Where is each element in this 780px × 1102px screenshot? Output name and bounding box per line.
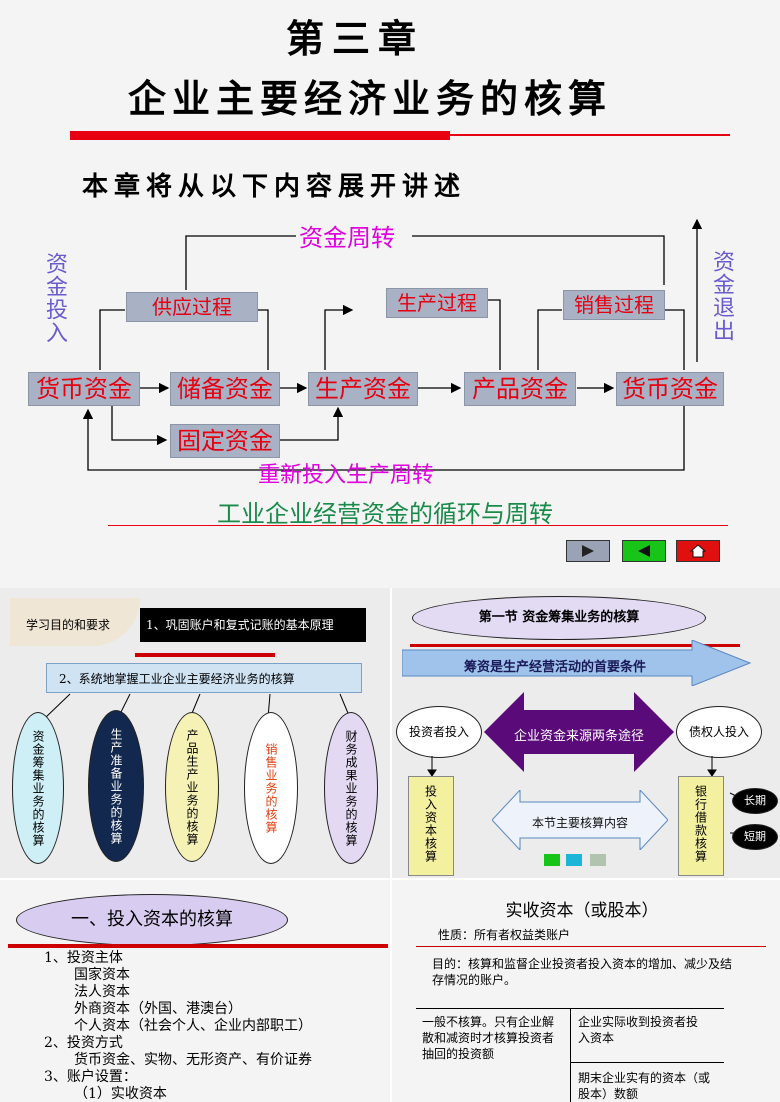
box-fixed-funds: 固定资金 — [170, 424, 280, 458]
slide-chapter-overview: 第三章 企业主要经济业务的核算 本章将从以下内容展开讲述 — [0, 0, 780, 588]
item-financial-results: 财务成果业务的核算 — [324, 712, 378, 864]
t-account-balance-rule — [570, 1062, 724, 1063]
mini-nav-home[interactable] — [590, 854, 606, 866]
capital-column: 投入资本核算 — [408, 776, 454, 876]
title-underline-thin — [450, 134, 730, 136]
box-reserve-funds: 储备资金 — [170, 372, 280, 406]
credit-side-text: 企业实际收到投资者投入资本 — [578, 1015, 699, 1045]
account-nature: 性质：所有者权益类账户 — [438, 928, 571, 942]
mini-nav-back[interactable] — [544, 854, 560, 866]
play-icon[interactable] — [566, 540, 610, 562]
list-line: 外商资本（外国、港澳台） — [74, 1001, 242, 1017]
capital-list: 1、投资主体 国家资本 法人资本 外商资本（外国、港澳台） 个人资本（社会个人、… — [44, 950, 312, 1102]
account-purpose: 目的：核算和监督企业投资者投入资本的增加、减少及结存情况的账户。 — [432, 957, 733, 987]
big-arrow — [402, 640, 752, 686]
short-term-badge: 短期 — [732, 824, 778, 850]
label-fund-out: 资金退出 — [709, 250, 734, 342]
item-product-production: 产品生产业务的核算 — [165, 712, 219, 862]
chapter-title: 企业主要经济业务的核算 — [127, 76, 612, 121]
chapter-number: 第三章 — [285, 16, 424, 61]
paid-capital-heading: 实收资本（或股本） — [505, 901, 659, 921]
nature-red-rule — [416, 946, 766, 947]
section-title: 第一节 资金筹集业务的核算 — [412, 596, 706, 640]
caption-rule — [108, 525, 728, 526]
item-production-prep: 生产准备业务的核算 — [88, 710, 144, 862]
mini-nav-play[interactable] — [566, 854, 582, 866]
capital-red-rule — [8, 944, 388, 948]
debit-side-text: 一般不核算。只有企业解散和减资时才核算投资者抽回的投资额 — [422, 1015, 555, 1061]
item-sales: 销售业务的核算 — [244, 712, 298, 864]
list-line: 3、账户设置： — [44, 1069, 137, 1085]
point2-box: 2、系统地掌握工业企业主要经济业务的核算 — [46, 663, 362, 693]
capital-heading-oval: 一、投入资本的核算 — [16, 894, 288, 946]
back-icon[interactable] — [622, 540, 666, 562]
label-reinvest: 重新投入生产周转 — [258, 463, 435, 488]
slide-learning-goals: 学习目的和要求 1、巩固账户和复式记账的基本原理 2、系统地掌握工业企业主要经济… — [0, 588, 390, 878]
content-arrow — [492, 790, 668, 850]
slide-invested-capital: 一、投入资本的核算 1、投资主体 国家资本 法人资本 外商资本（外国、港澳台） … — [0, 880, 390, 1102]
home-icon[interactable] — [676, 540, 720, 562]
box-product-funds: 产品资金 — [464, 372, 576, 406]
two-sources-text: 企业资金来源两条途径 — [513, 729, 644, 744]
list-line: 个人资本（社会个人、企业内部职工） — [74, 1018, 312, 1034]
investor-oval: 投资者投入 — [396, 706, 482, 758]
section-red-rule — [410, 644, 740, 647]
box-production-funds: 生产资金 — [308, 372, 418, 406]
slide-paid-in-capital: 实收资本（或股本） 性质：所有者权益类账户 目的：核算和监督企业投资者投入资本的… — [392, 880, 780, 1102]
arrow-text: 筹资是生产经营活动的首要条件 — [464, 660, 647, 675]
list-line: 货币资金、实物、无形资产、有价证券 — [74, 1052, 312, 1068]
box-supply-process: 供应过程 — [126, 292, 258, 322]
goals-header: 学习目的和要求 — [26, 618, 111, 632]
list-line: 2、投资方式 — [44, 1035, 123, 1051]
box-sales-process: 销售过程 — [563, 290, 665, 320]
box-monetary-funds-1: 货币资金 — [28, 372, 140, 406]
slide-caption: 工业企业经营资金的循环与周转 — [217, 500, 553, 528]
list-line: 1、投资主体 — [44, 950, 123, 966]
title-underline — [70, 131, 450, 140]
content-text: 本节主要核算内容 — [531, 816, 628, 830]
t-account-divider — [570, 1008, 571, 1102]
slide-subtitle: 本章将从以下内容展开讲述 — [82, 172, 467, 202]
two-sources-arrow — [484, 692, 674, 772]
box-monetary-funds-2: 货币资金 — [616, 372, 724, 406]
goals-red-rule — [135, 653, 275, 657]
balance-text: 期末企业实有的资本（或股本）数额 — [578, 1071, 711, 1101]
goals-banner — [10, 598, 140, 646]
flow-connectors — [82, 218, 703, 471]
box-production-process: 生产过程 — [386, 288, 488, 318]
label-fund-turnover: 资金周转 — [299, 224, 395, 252]
point1-box: 1、巩固账户和复式记账的基本原理 — [140, 608, 366, 642]
slide-fundraising: 第一节 资金筹集业务的核算 筹资是生产经营活动的首要条件 投资者投入 企业资金来… — [392, 588, 780, 878]
item-fundraising: 资金筹集业务的核算 — [12, 712, 64, 864]
creditor-oval: 债权人投入 — [676, 706, 762, 758]
label-fund-in: 资金投入 — [42, 252, 67, 344]
list-line: 法人资本 — [74, 984, 130, 1000]
list-line: （1）实收资本 — [74, 1086, 167, 1102]
long-term-badge: 长期 — [732, 788, 778, 814]
list-line: 国家资本 — [74, 967, 130, 983]
loan-column: 银行借款核算 — [678, 776, 724, 876]
